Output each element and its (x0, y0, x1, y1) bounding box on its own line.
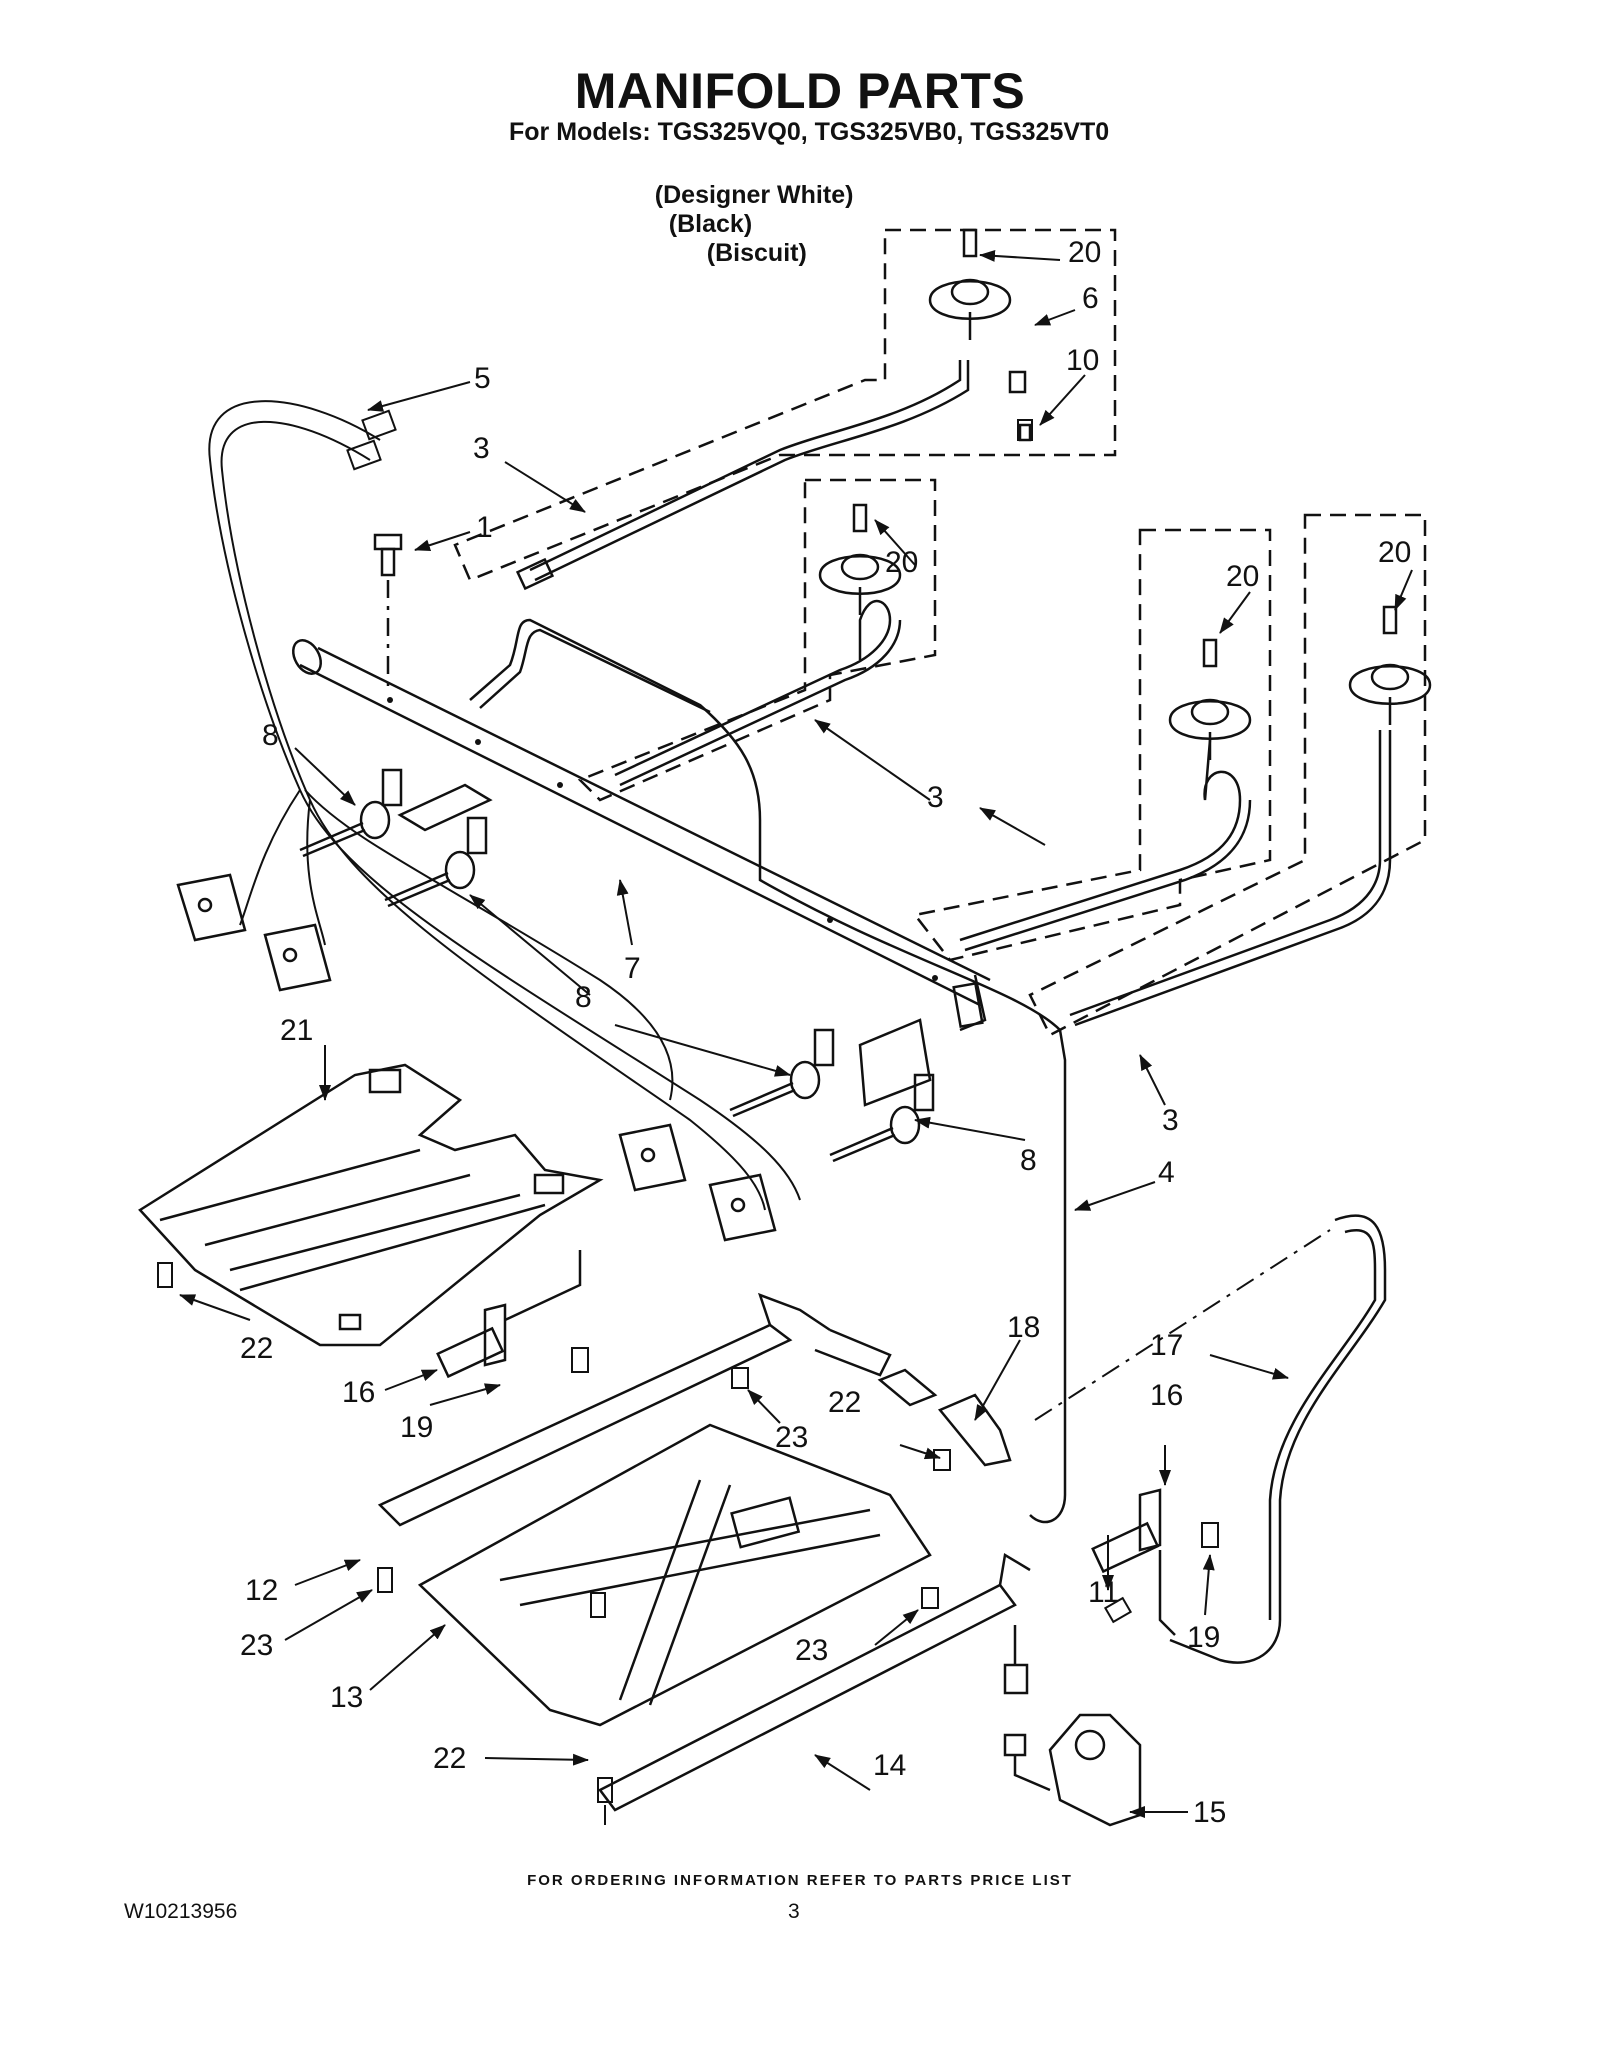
ordering-note: FOR ORDERING INFORMATION REFER TO PARTS … (527, 1872, 1073, 1889)
callout-16: 16 (342, 1376, 375, 1409)
callout-labels: 20 6 10 5 3 1 20 20 20 8 3 7 8 21 3 8 4 … (240, 236, 1411, 1829)
callout-23: 23 (775, 1421, 808, 1454)
callout-23: 23 (240, 1629, 273, 1662)
callout-20: 20 (1226, 560, 1259, 593)
callout-3: 3 (1162, 1104, 1179, 1137)
model-colors: (Designer White) (Black) (Biscuit) (627, 152, 854, 297)
callout-4: 4 (1158, 1156, 1175, 1189)
leader-arrows (179, 249, 1413, 1818)
manifold-pipe (292, 639, 991, 1032)
callout-23: 23 (795, 1634, 828, 1667)
callout-1: 1 (476, 511, 493, 544)
gas-valves (299, 768, 935, 1163)
callout-17: 17 (1150, 1329, 1183, 1362)
callout-20: 20 (1068, 236, 1101, 269)
manifold-holes (387, 697, 938, 981)
callout-22: 22 (828, 1386, 861, 1419)
callout-6: 6 (1082, 282, 1099, 315)
callout-8: 8 (1020, 1144, 1037, 1177)
callout-21: 21 (280, 1014, 313, 1047)
switch-blocks (176, 873, 777, 1242)
callout-7: 7 (624, 952, 641, 985)
group-box-right-rear (912, 528, 1272, 962)
heat-shield (138, 1063, 604, 1347)
safety-valve (1003, 1625, 1142, 1827)
callout-22: 22 (240, 1332, 273, 1365)
color-biscuit: (Biscuit) (706, 239, 807, 267)
callout-11: 11 (1088, 1576, 1119, 1609)
callout-19: 19 (400, 1411, 433, 1444)
callout-8: 8 (262, 719, 279, 752)
callout-10: 10 (1066, 344, 1099, 377)
page-number: 3 (788, 1900, 800, 1923)
callout-3: 3 (473, 432, 490, 465)
callout-13: 13 (330, 1681, 363, 1714)
switch-harness (208, 400, 801, 1211)
models-line: For Models: TGS325VQ0, TGS325VB0, TGS325… (509, 118, 1110, 146)
callout-12: 12 (245, 1574, 278, 1607)
callout-16: 16 (1150, 1379, 1183, 1412)
callout-20: 20 (1378, 536, 1411, 569)
color-designer-white: (Designer White) (654, 181, 854, 209)
alignment-lines (604, 1229, 1331, 1830)
screws (157, 419, 1219, 1803)
callout-14: 14 (873, 1749, 906, 1782)
oven-burners (377, 1250, 1176, 1812)
color-black: (Black) (668, 210, 753, 238)
callout-15: 15 (1193, 1796, 1226, 1829)
callout-19: 19 (1187, 1621, 1220, 1654)
document-number: W10213956 (124, 1900, 238, 1923)
callout-8: 8 (575, 981, 592, 1014)
callout-18: 18 (1007, 1311, 1040, 1344)
group-box-rear-left (453, 228, 1117, 582)
burner-tubes (469, 360, 1392, 1664)
callout-3: 3 (927, 781, 944, 814)
screw-1 (373, 533, 403, 690)
dashed-group-boxes (453, 228, 1427, 1037)
burner-bases (818, 228, 1432, 760)
callout-20: 20 (885, 546, 918, 579)
callout-22: 22 (433, 1742, 466, 1775)
callout-5: 5 (474, 362, 491, 395)
page-title: MANIFOLD PARTS (574, 63, 1026, 119)
